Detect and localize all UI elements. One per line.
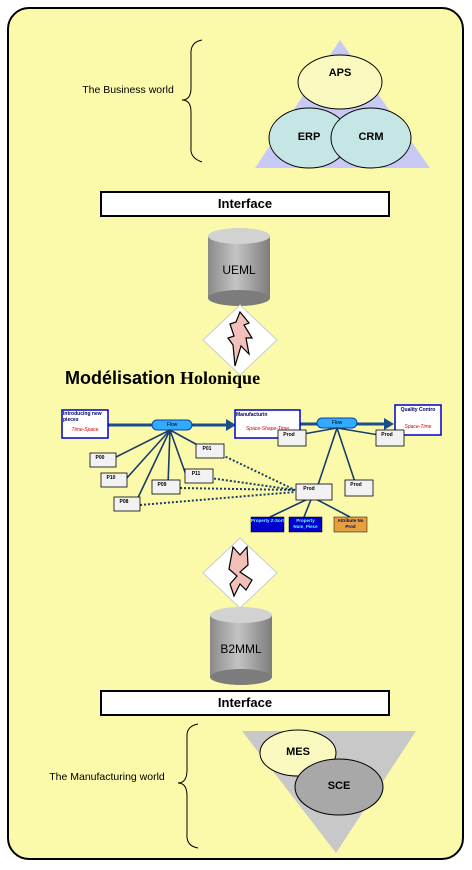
business-world-label: The Business world xyxy=(82,84,174,96)
node-prod-main xyxy=(295,483,333,501)
tag-3-label: Attribute No Prod xyxy=(337,518,364,529)
node-p00 xyxy=(89,452,117,468)
bottom-connector-icon xyxy=(202,537,278,609)
flow-1-label: Flow xyxy=(166,422,178,428)
flow-2-label: Flow xyxy=(331,420,343,426)
node-p10-label: P10 xyxy=(106,475,116,481)
b2mml-cylinder xyxy=(210,607,272,685)
node-p01 xyxy=(195,443,225,459)
node-p09-label: P09 xyxy=(157,482,167,488)
intro-box-sub: Time-Space xyxy=(71,427,99,433)
manuf-box-sub: Space-Shape-Time xyxy=(245,426,290,432)
node-prod-a xyxy=(277,429,307,447)
interface-top: Interface xyxy=(100,191,390,217)
intro-box-label: Introducing new pieces xyxy=(63,411,102,423)
tag-2 xyxy=(288,516,323,533)
manuf-box-label: Manufacturin xyxy=(236,412,268,418)
b2mml-label: B2MML xyxy=(220,642,262,656)
sce-label: SCE xyxy=(327,780,351,792)
erp-label: ERP xyxy=(297,131,321,143)
node-prod-c-label: Prod xyxy=(381,432,393,438)
ueml-label: UEML xyxy=(222,263,256,277)
tag-1-label: Property Z-Sort xyxy=(251,518,285,523)
modelisation-title: Modélisation Holonique xyxy=(65,368,260,389)
quality-box-sub: Space-Time xyxy=(404,424,432,430)
node-prod-b-label: Prod xyxy=(350,482,362,488)
tag-3 xyxy=(333,516,368,533)
node-p08-label: P08 xyxy=(119,499,129,505)
crm-label: CRM xyxy=(358,131,384,143)
title-part1: Modélisation xyxy=(65,368,176,388)
aps-label: APS xyxy=(328,67,352,79)
manufacturing-brace xyxy=(177,723,199,849)
node-p11 xyxy=(184,468,214,484)
holonic-diagram xyxy=(61,404,442,533)
ueml-cylinder xyxy=(208,228,270,306)
top-connector-icon xyxy=(202,304,278,376)
mes-label: MES xyxy=(286,746,310,758)
title-part2: Holonique xyxy=(180,368,261,388)
node-p11-label: P11 xyxy=(191,471,201,477)
flow-capsule-1 xyxy=(151,419,193,431)
node-p01-label: P01 xyxy=(202,446,212,452)
aps-ellipse xyxy=(297,54,383,110)
business-brace xyxy=(181,39,203,163)
crm-ellipse xyxy=(330,107,412,169)
node-prod-main-label: Prod xyxy=(303,486,315,492)
tag-2-label: Property Num_Piece xyxy=(293,518,318,529)
sce-ellipse xyxy=(294,758,384,816)
intro-box xyxy=(61,409,109,439)
node-prod-a-label: Prod xyxy=(283,432,295,438)
tag-1 xyxy=(250,516,285,533)
quality-box-label: Quality Contro xyxy=(400,407,436,413)
node-p00-label: P00 xyxy=(95,455,105,461)
node-prod-c xyxy=(375,429,405,447)
node-p09 xyxy=(151,479,181,495)
node-p10 xyxy=(100,472,128,488)
interface-bottom: Interface xyxy=(100,690,390,716)
manufacturing-world-label: The Manufacturing world xyxy=(49,771,165,783)
node-prod-b xyxy=(344,479,374,497)
node-p08 xyxy=(113,496,141,512)
